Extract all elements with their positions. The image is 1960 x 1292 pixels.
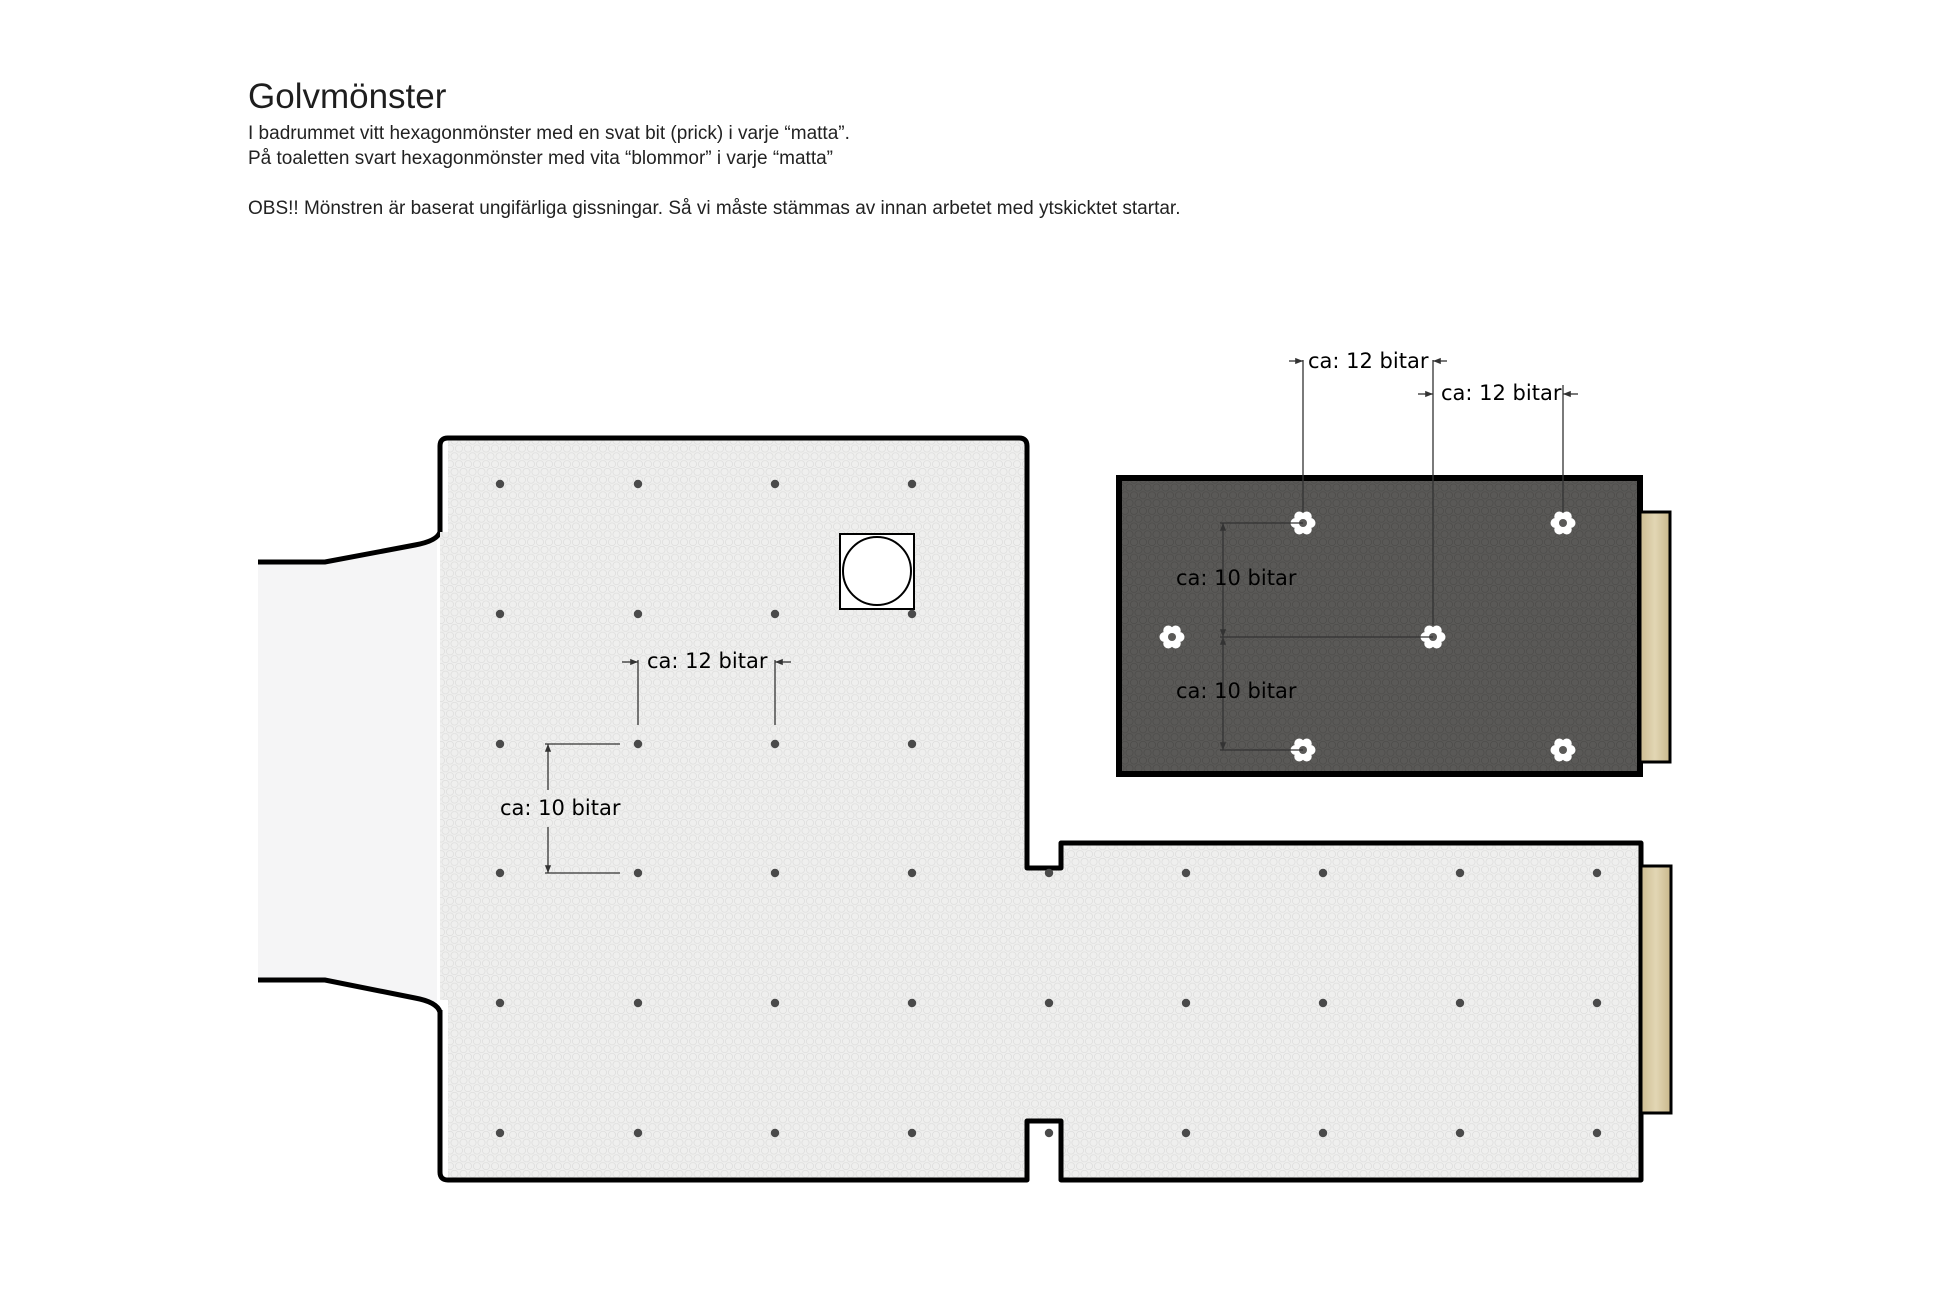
bathroom-dot bbox=[633, 609, 643, 619]
description-line-1: I badrummet vitt hexagonmönster med en s… bbox=[248, 122, 850, 144]
bathroom-dot bbox=[1181, 998, 1191, 1008]
toilet-flower bbox=[1159, 625, 1185, 649]
bathroom-dot bbox=[907, 998, 917, 1008]
bathroom-vertical-dimension: ca: 10 bitar bbox=[500, 743, 621, 874]
bathroom-dot bbox=[1181, 868, 1191, 878]
toilet-vertical-dimension-2: ca: 10 bitar bbox=[1176, 637, 1303, 751]
page-title: Golvmönster bbox=[248, 77, 447, 116]
bathroom-dot bbox=[770, 739, 780, 749]
toilet-horizontal-label-2: ca: 12 bitar bbox=[1441, 381, 1562, 405]
bathroom-horizontal-label: ca: 12 bitar bbox=[647, 649, 768, 673]
bathroom-dot bbox=[1455, 1128, 1465, 1138]
bathroom-dot-grid bbox=[495, 479, 1602, 1138]
toilet-flower bbox=[1550, 511, 1576, 535]
bathroom-dot bbox=[1318, 1128, 1328, 1138]
bathroom-dot bbox=[633, 1128, 643, 1138]
bathroom-dot bbox=[633, 479, 643, 489]
bathroom-dot bbox=[1455, 868, 1465, 878]
bathroom-dot bbox=[1592, 1128, 1602, 1138]
hallway-opening bbox=[258, 530, 443, 1013]
toilet-flower bbox=[1550, 738, 1576, 762]
toilet-threshold bbox=[1638, 510, 1672, 764]
bathroom-vertical-label: ca: 10 bitar bbox=[500, 796, 621, 820]
toilet-horizontal-dimension-2: ca: 12 bitar bbox=[1418, 381, 1578, 512]
bathroom-dot bbox=[1455, 998, 1465, 1008]
bathroom-dot bbox=[1044, 1128, 1054, 1138]
bathroom-dot bbox=[770, 868, 780, 878]
bathroom-dot bbox=[907, 609, 917, 619]
bathroom-dot bbox=[770, 998, 780, 1008]
toilet-vertical-label-1: ca: 10 bitar bbox=[1176, 566, 1297, 590]
bathroom-dot bbox=[1044, 868, 1054, 878]
bathroom-threshold bbox=[1639, 864, 1673, 1115]
bathroom-dot bbox=[495, 1128, 505, 1138]
header: Golvmönster I badrummet vitt hexagonmöns… bbox=[248, 77, 1181, 221]
bathroom-dot bbox=[770, 1128, 780, 1138]
toilet-vertical-label-2: ca: 10 bitar bbox=[1176, 679, 1297, 703]
bathroom-dot bbox=[495, 609, 505, 619]
bathroom-dot bbox=[907, 868, 917, 878]
bathroom-dot bbox=[633, 998, 643, 1008]
bathroom-dot bbox=[907, 1128, 917, 1138]
bathroom-dot bbox=[907, 479, 917, 489]
toilet-horizontal-label-1: ca: 12 bitar bbox=[1308, 349, 1429, 373]
bathroom-dot bbox=[495, 868, 505, 878]
bathroom-dot bbox=[770, 479, 780, 489]
bathroom-floor bbox=[440, 438, 1641, 1180]
bathroom-dot bbox=[1044, 998, 1054, 1008]
bathroom-dot bbox=[1181, 1128, 1191, 1138]
bathroom-dot bbox=[495, 739, 505, 749]
note-line: OBS!! Mönstren är baserat ungifärliga gi… bbox=[248, 197, 1181, 219]
toilet-horizontal-dimension-1: ca: 12 bitar bbox=[1289, 349, 1447, 625]
floor-drain bbox=[839, 533, 915, 610]
description-line-2: På toaletten svart hexagonmönster med vi… bbox=[248, 147, 834, 169]
bathroom-dot bbox=[1592, 998, 1602, 1008]
bathroom-horizontal-dimension: ca: 12 bitar bbox=[622, 649, 791, 725]
bathroom-dot bbox=[1318, 998, 1328, 1008]
bathroom-dot bbox=[1592, 868, 1602, 878]
bathroom-dot bbox=[1318, 868, 1328, 878]
toilet-vertical-dimension-1: ca: 10 bitar bbox=[1176, 522, 1433, 638]
bathroom-dot bbox=[495, 998, 505, 1008]
bathroom-dot bbox=[633, 739, 643, 749]
bathroom-dot bbox=[495, 479, 505, 489]
bathroom-dot bbox=[770, 609, 780, 619]
bathroom-dot bbox=[633, 868, 643, 878]
bathroom-wall bbox=[437, 435, 1644, 1183]
bathroom-dot bbox=[907, 739, 917, 749]
